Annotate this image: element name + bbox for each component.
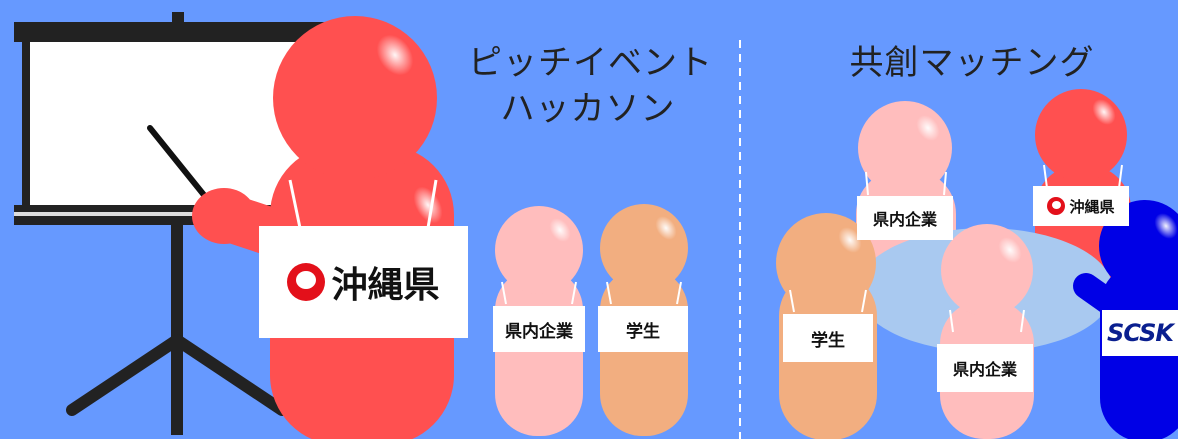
right-company-front-badge-label: 県内企業 (952, 360, 1017, 379)
right-student-badge: 学生 (783, 314, 873, 362)
right-company-back-badge: 県内企業 (857, 196, 953, 240)
okinawa-seal-icon (287, 263, 326, 301)
okinawa-seal-icon (1047, 197, 1066, 215)
presenter-badge: 沖縄県 (259, 226, 468, 338)
right-okinawa-badge-label: 沖縄県 (1069, 197, 1115, 216)
right-student-badge-label: 学生 (811, 330, 845, 351)
pitch-heading-line1: ピッチイベント (468, 43, 713, 83)
cocreation-heading: 共創マッチング (849, 43, 1095, 83)
left-student-badge: 学生 (598, 306, 688, 352)
right-okinawa-badge: 沖縄県 (1033, 186, 1129, 226)
projector-screen-icon (14, 12, 334, 435)
left-company-badge: 県内企業 (493, 306, 585, 352)
pitch-heading-line2: ハッカソン (500, 89, 676, 129)
scsk-logo: SCSK (1107, 319, 1174, 347)
right-company-back-badge-label: 県内企業 (872, 210, 937, 229)
right-company-front-figure (940, 224, 1034, 439)
left-student-badge-label: 学生 (626, 321, 660, 342)
right-company-front-badge: 県内企業 (937, 344, 1033, 392)
right-partner-badge: SCSK (1102, 310, 1178, 356)
left-company-badge-label: 県内企業 (505, 321, 573, 342)
presenter-badge-label: 沖縄県 (331, 265, 440, 306)
pointer-stick-icon (147, 125, 211, 203)
